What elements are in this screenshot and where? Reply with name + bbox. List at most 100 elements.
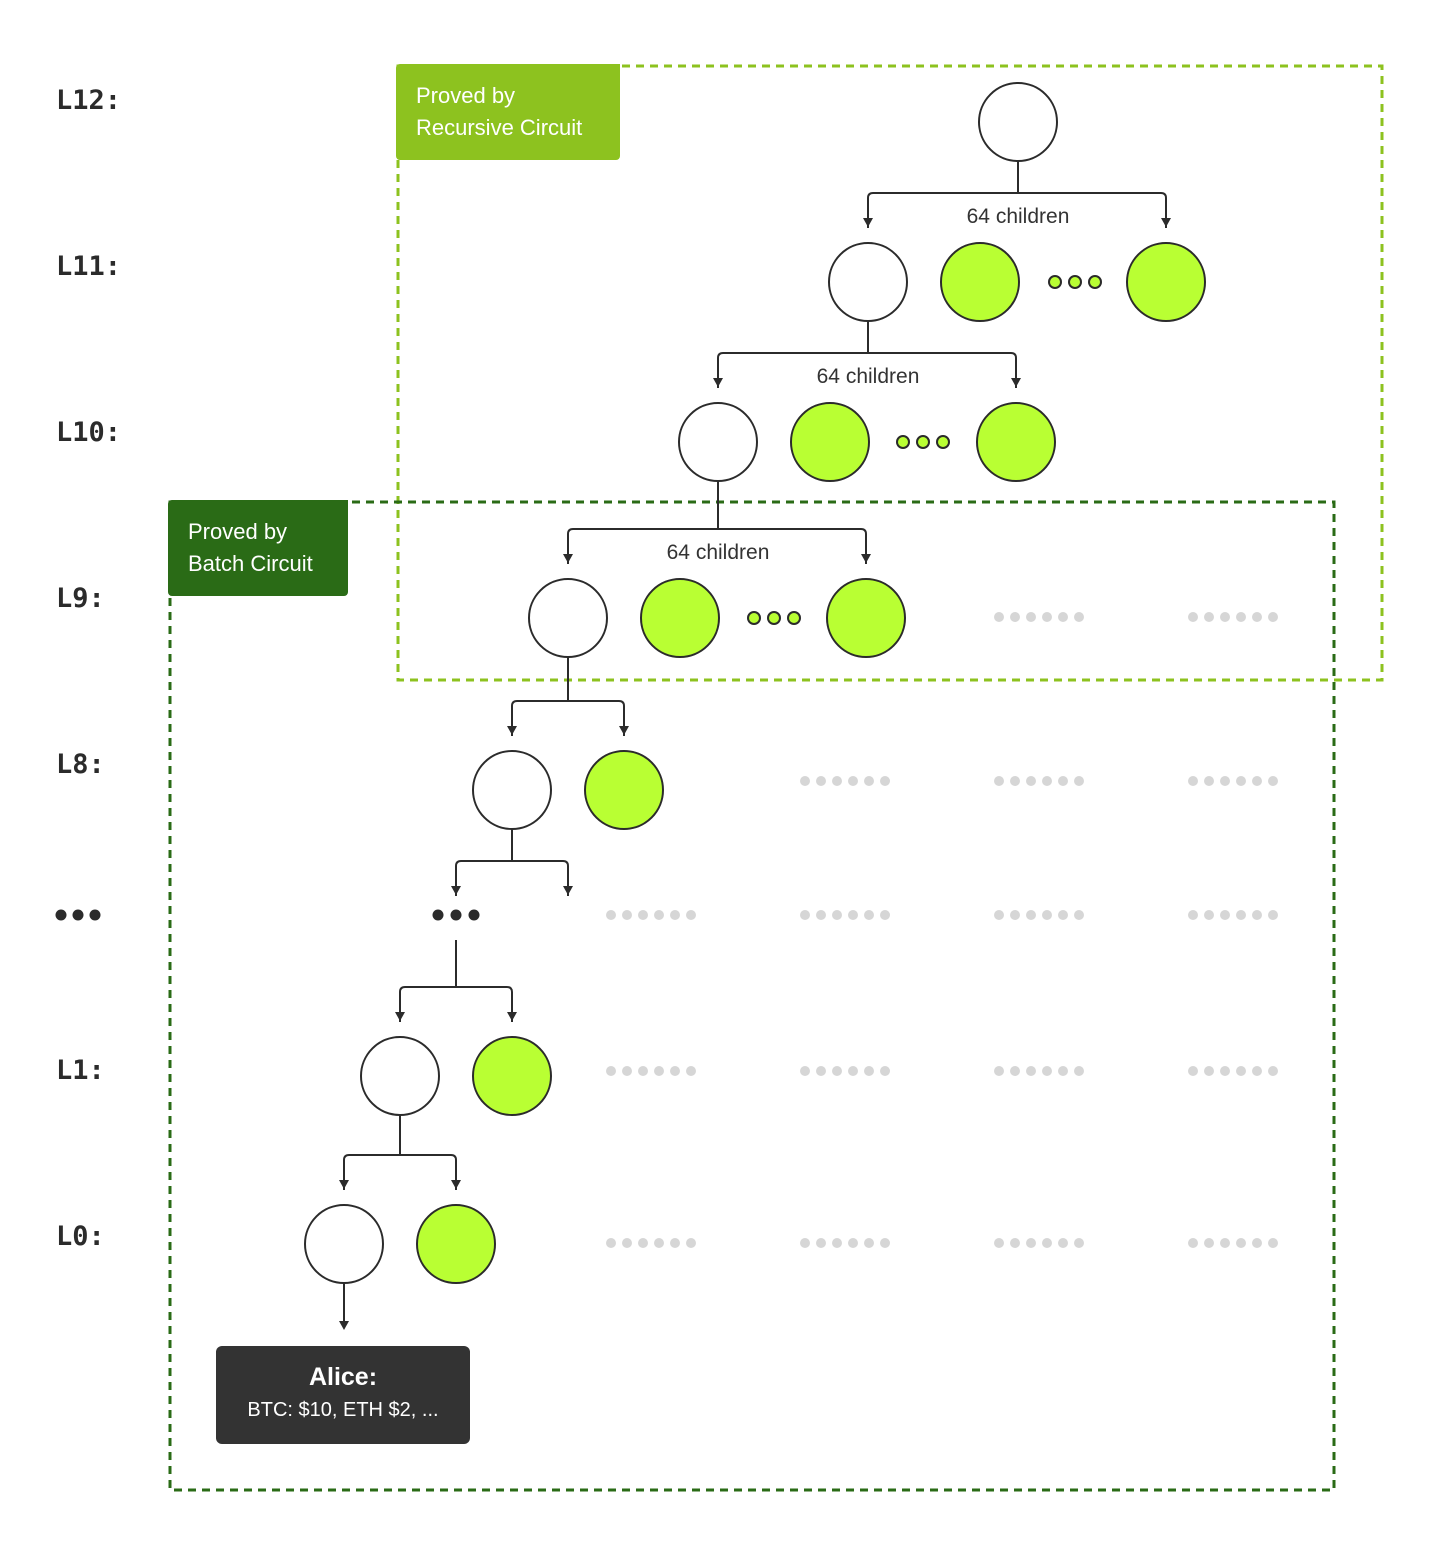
placeholder-dot: [864, 1238, 874, 1248]
placeholder-dot: [686, 910, 696, 920]
recursive-circuit-region: [396, 64, 1384, 682]
placeholder-dot: [800, 1066, 810, 1076]
placeholder-dot: [880, 910, 890, 920]
placeholder-dot: [800, 1238, 810, 1248]
placeholder-dot: [1252, 776, 1262, 786]
placeholder-dot: [654, 910, 664, 920]
level-label-l10: L10:: [56, 417, 122, 448]
placeholder-dot: [1074, 776, 1084, 786]
arrowheads: [339, 218, 1171, 1330]
placeholder-dot: [1236, 1238, 1246, 1248]
path-node: [678, 402, 758, 482]
placeholder-dot: [880, 1066, 890, 1076]
placeholder-dot: [622, 1066, 632, 1076]
placeholder-dot: [638, 1238, 648, 1248]
leaf-balances: BTC: $10, ETH $2, ...: [247, 1399, 439, 1421]
placeholder-dot: [1268, 910, 1278, 920]
batch-label-line2: Batch Circuit: [188, 551, 313, 576]
placeholder-dot: [1026, 612, 1036, 622]
placeholder-dot: [670, 1238, 680, 1248]
placeholder-dot: [1042, 1066, 1052, 1076]
placeholder-dot: [1220, 1066, 1230, 1076]
placeholder-dot: [800, 910, 810, 920]
placeholder-dot: [832, 776, 842, 786]
placeholder-dot: [1010, 910, 1020, 920]
placeholder-dot: [686, 1066, 696, 1076]
level-label-l12: L12:: [56, 85, 122, 116]
sibling-node: [416, 1204, 496, 1284]
ellipsis-dot: [1048, 275, 1062, 289]
placeholder-dot: [816, 910, 826, 920]
placeholder-dot: [1074, 1066, 1084, 1076]
placeholder-dot: [848, 1238, 858, 1248]
sibling-node: [640, 578, 720, 658]
placeholder-dot: [1268, 1066, 1278, 1076]
sibling-node: [472, 1036, 552, 1116]
placeholder-dot: [880, 1238, 890, 1248]
placeholder-dot: [1058, 776, 1068, 786]
placeholder-dot: [848, 910, 858, 920]
placeholder-dot: [848, 1066, 858, 1076]
level-l0-nodes: [304, 1204, 496, 1284]
placeholder-dot: [1204, 1238, 1214, 1248]
recursive-circuit-label: Proved by Recursive Circuit: [396, 64, 620, 160]
placeholder-dot: [1268, 612, 1278, 622]
placeholder-dot: [864, 1066, 874, 1076]
sibling-node: [826, 578, 906, 658]
level-label-l0: L0:: [56, 1221, 105, 1252]
placeholder-dot: [1252, 910, 1262, 920]
placeholder-dot: [1010, 1238, 1020, 1248]
placeholder-dot: [1236, 910, 1246, 920]
level-label-l1: L1:: [56, 1055, 105, 1086]
ellipsis-dot: [896, 435, 910, 449]
placeholder-dot: [1010, 1066, 1020, 1076]
path-node: [528, 578, 608, 658]
placeholder-dot: [1010, 776, 1020, 786]
middle-ellipsis: [432, 909, 480, 921]
level-ellipsis-label: [55, 909, 101, 921]
placeholder-dot: [1220, 1238, 1230, 1248]
placeholder-dot: [1074, 1238, 1084, 1248]
placeholder-dot: [654, 1238, 664, 1248]
placeholder-dot: [1252, 612, 1262, 622]
placeholder-dot: [1268, 776, 1278, 786]
ellipsis-dot: [787, 611, 801, 625]
placeholder-dot: [816, 1066, 826, 1076]
tree-connectors: [343, 161, 1167, 1322]
path-node: [472, 750, 552, 830]
placeholder-dot: [994, 1238, 1004, 1248]
leaf-account-box: Alice: BTC: $10, ETH $2, ...: [216, 1346, 470, 1444]
placeholder-dot: [1252, 1066, 1262, 1076]
placeholder-dot: [638, 910, 648, 920]
placeholder-dot: [1188, 1066, 1198, 1076]
placeholder-dot: [1042, 612, 1052, 622]
placeholder-dot: [1204, 612, 1214, 622]
placeholder-dot: [816, 776, 826, 786]
placeholder-dot: [1058, 1066, 1068, 1076]
path-node: [304, 1204, 384, 1284]
placeholder-dot: [1058, 612, 1068, 622]
placeholder-dot: [606, 910, 616, 920]
placeholder-dot: [1188, 776, 1198, 786]
placeholder-dot: [654, 1066, 664, 1076]
placeholder-dot: [622, 1238, 632, 1248]
placeholder-dot: [606, 1066, 616, 1076]
placeholder-dot: [1010, 612, 1020, 622]
placeholder-dot: [1236, 776, 1246, 786]
placeholder-dot: [1026, 1066, 1036, 1076]
placeholder-dot: [670, 910, 680, 920]
placeholder-dot: [1236, 1066, 1246, 1076]
placeholder-dot: [1268, 1238, 1278, 1248]
placeholder-dot: [864, 910, 874, 920]
placeholder-dot: [1204, 1066, 1214, 1076]
recursive-label-line2: Recursive Circuit: [416, 115, 583, 140]
recursive-label-line1: Proved by: [416, 83, 516, 108]
children-label-l9: 64 children: [666, 541, 770, 564]
placeholder-dot: [638, 1066, 648, 1076]
children-label-l11: 64 children: [966, 205, 1070, 228]
batch-circuit-region: [168, 500, 1336, 1492]
ellipsis-dot: [1088, 275, 1102, 289]
placeholder-dot: [1074, 910, 1084, 920]
sibling-node: [584, 750, 664, 830]
